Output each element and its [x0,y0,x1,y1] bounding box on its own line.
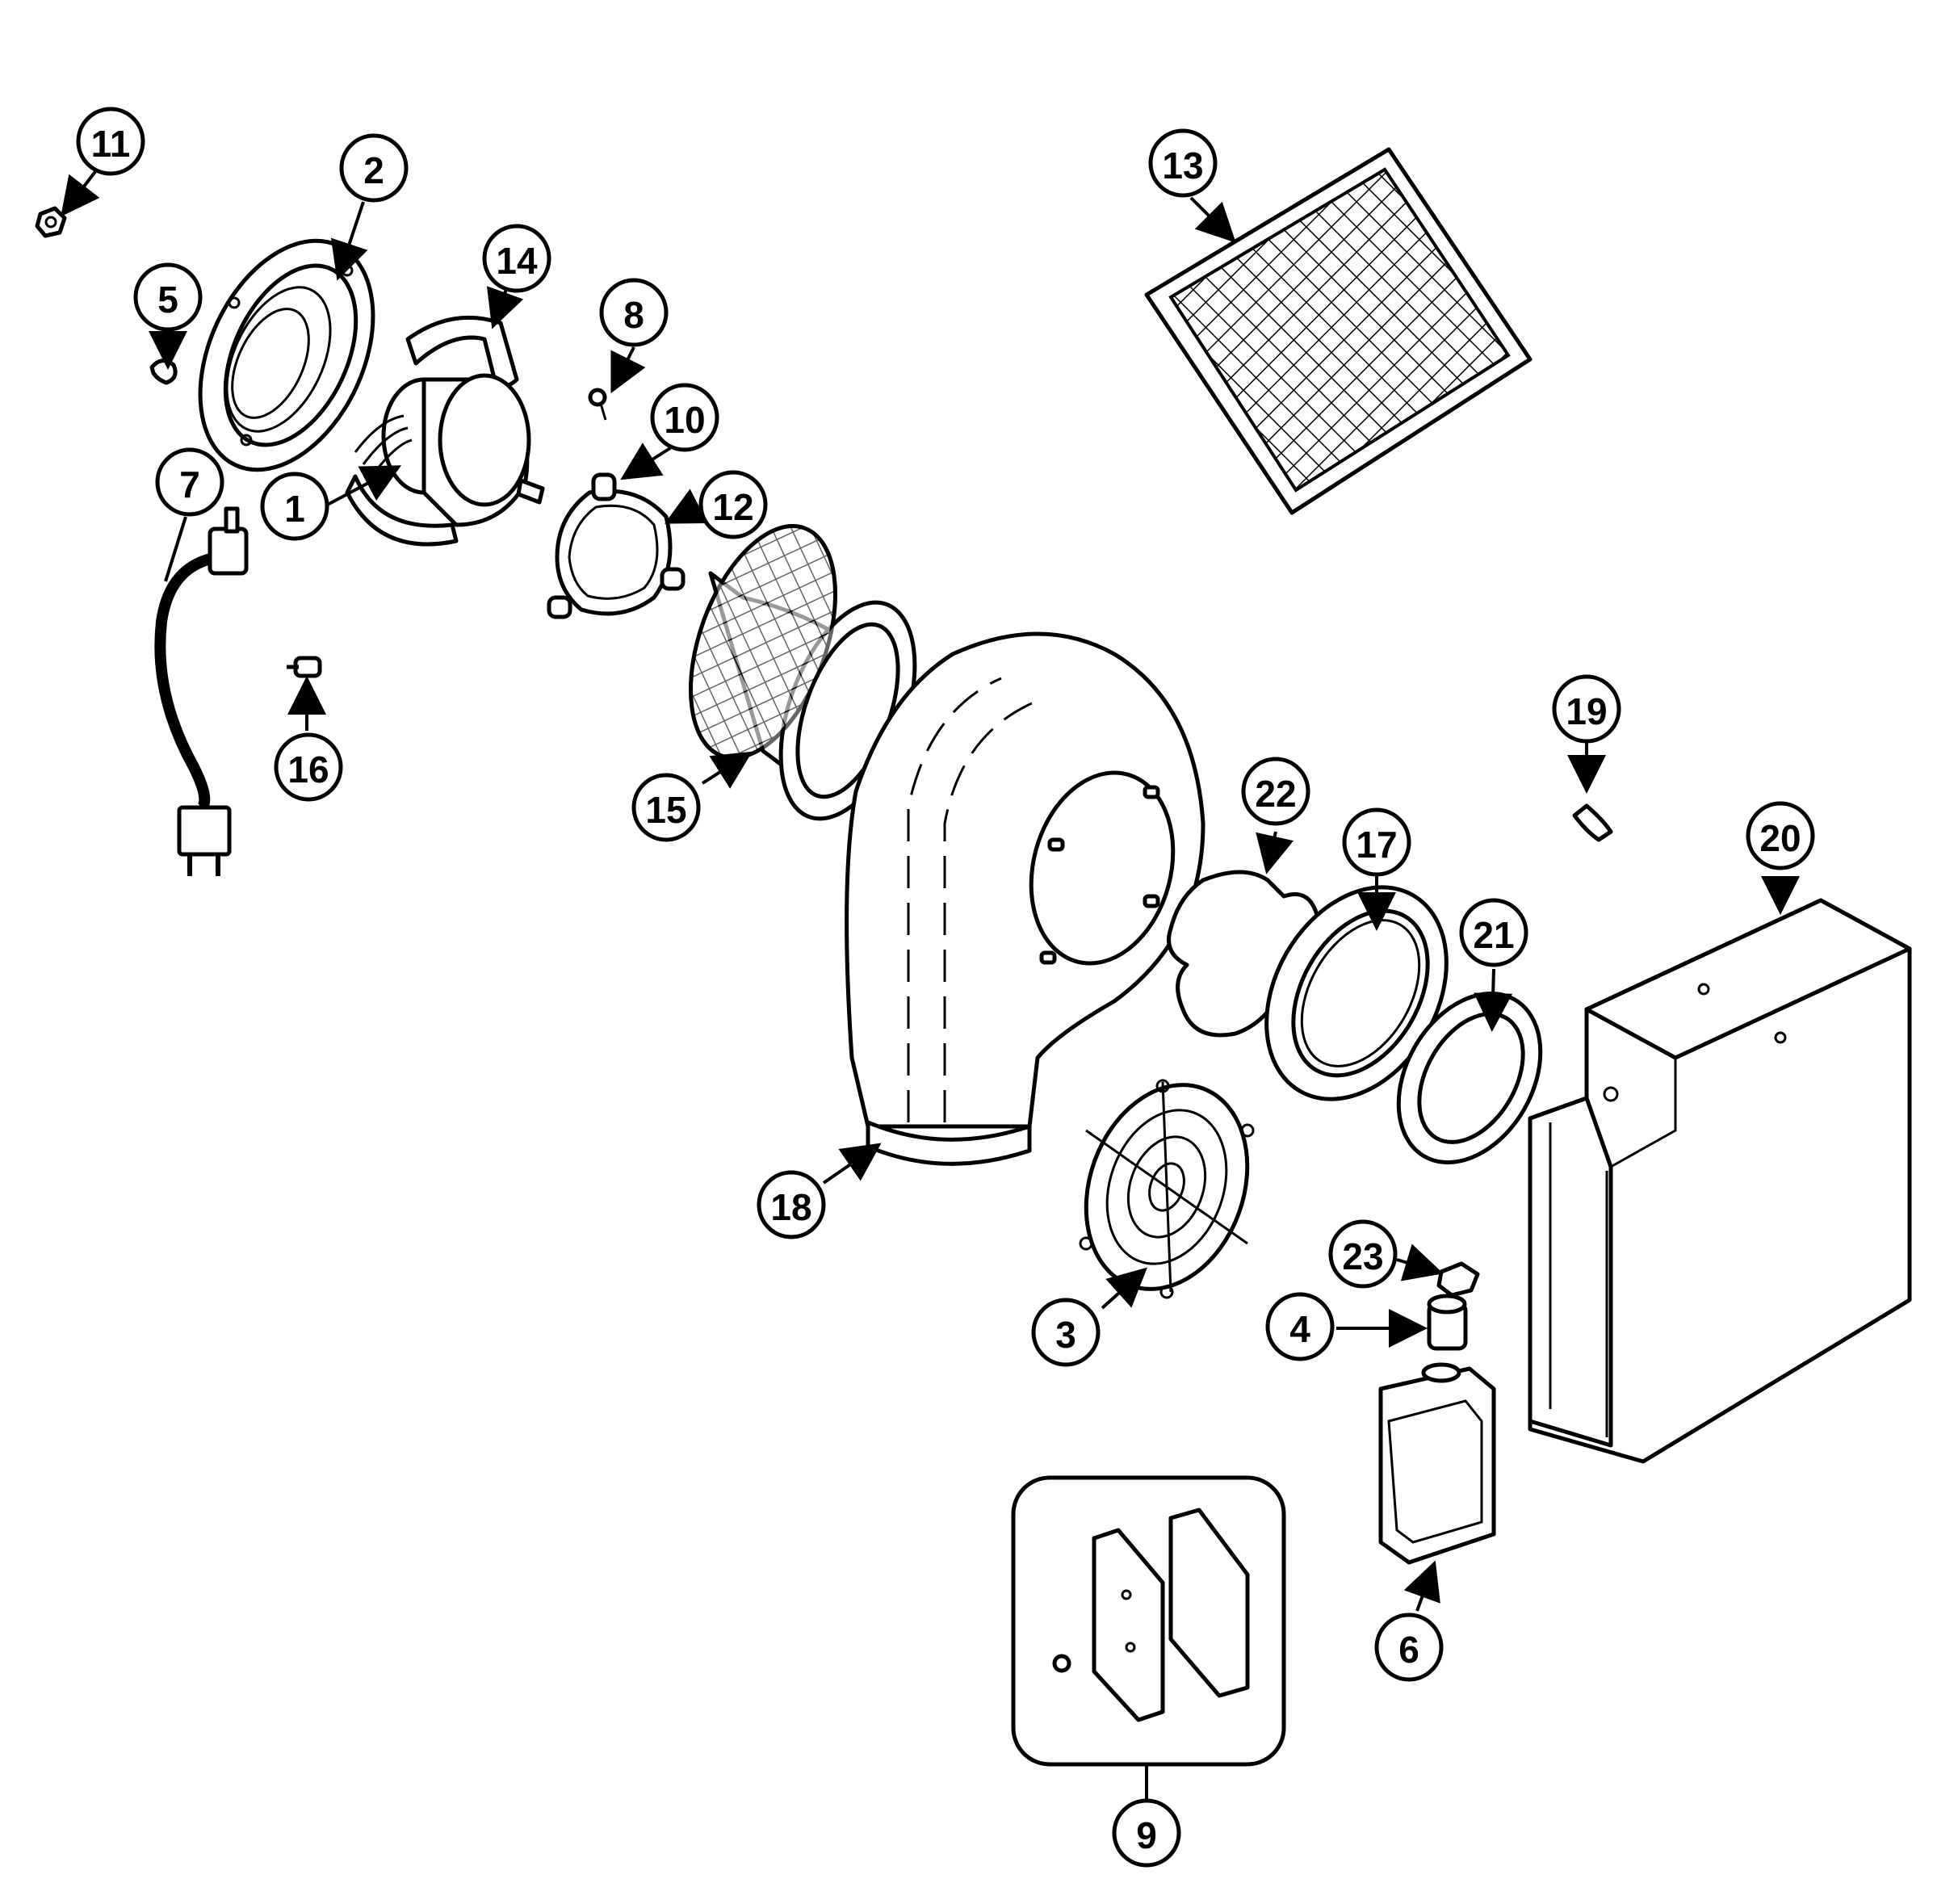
leader-lines [61,168,1800,1801]
svg-text:22: 22 [1255,773,1296,815]
callout-22: 22 [1241,757,1310,826]
callout-11: 11 [76,107,145,176]
svg-text:8: 8 [623,294,644,336]
svg-text:16: 16 [287,749,329,791]
svg-text:6: 6 [1398,1629,1419,1671]
callout-1: 1 [260,472,329,541]
callout-4: 4 [1265,1292,1335,1361]
callout-13: 13 [1148,128,1218,198]
svg-text:1: 1 [284,488,305,530]
svg-text:20: 20 [1759,817,1801,859]
callout-14: 14 [482,224,551,293]
svg-text:18: 18 [770,1186,811,1228]
svg-text:23: 23 [1342,1235,1383,1277]
callout-7: 7 [155,447,224,517]
svg-text:5: 5 [157,279,178,321]
part-flange-2 [198,238,375,472]
part-screw-16 [287,656,322,678]
svg-text:3: 3 [1055,1314,1076,1356]
part-nut-23 [1436,1261,1480,1298]
callout-16: 16 [274,732,343,802]
callout-18: 18 [757,1170,826,1239]
callout-8: 8 [599,278,669,347]
part-bushing-4 [1427,1294,1468,1351]
callout-9: 9 [1112,1798,1181,1868]
svg-text:17: 17 [1356,824,1397,866]
callout-20: 20 [1746,801,1815,870]
part-motor-1 [354,373,545,527]
part-clip-19 [1572,803,1613,842]
callout-19: 19 [1552,674,1621,744]
svg-text:12: 12 [712,486,753,528]
part-light-housing-6 [1378,1362,1496,1565]
svg-text:13: 13 [1162,145,1203,187]
callout-21: 21 [1459,898,1528,967]
part-nut-11 [35,206,67,238]
callout-23: 23 [1328,1219,1398,1289]
svg-text:21: 21 [1473,914,1514,956]
svg-text:15: 15 [645,789,686,831]
svg-text:4: 4 [1289,1308,1310,1350]
svg-text:10: 10 [664,399,705,441]
svg-text:11: 11 [91,123,131,165]
part-screw-8 [588,388,607,421]
callout-5: 5 [133,262,203,332]
svg-text:2: 2 [363,149,384,191]
part-power-cord-7 [154,506,249,876]
part-grille-3 [1079,1079,1255,1299]
part-kit-9 [1011,1475,1286,1767]
svg-text:7: 7 [179,463,200,505]
part-grommet-10 [547,472,686,619]
callout-2: 2 [339,133,409,203]
part-grease-filter-13 [1144,147,1533,515]
part-ring-17 [1264,885,1449,1101]
svg-text:9: 9 [1136,1814,1157,1856]
callout-10: 10 [650,383,719,452]
callout-6: 6 [1374,1613,1444,1682]
part-mounting-ring-12 [555,489,673,616]
part-enclosure-20 [1528,898,1912,1464]
callout-17: 17 [1342,807,1411,877]
svg-text:19: 19 [1566,690,1607,732]
svg-text:14: 14 [496,240,538,282]
callout-3: 3 [1031,1298,1101,1367]
callout-12: 12 [698,470,768,539]
part-blower-housing-18 [845,631,1206,1166]
callout-15: 15 [631,773,701,842]
part-ring-21 [1396,991,1543,1165]
part-clip-5 [149,359,178,385]
